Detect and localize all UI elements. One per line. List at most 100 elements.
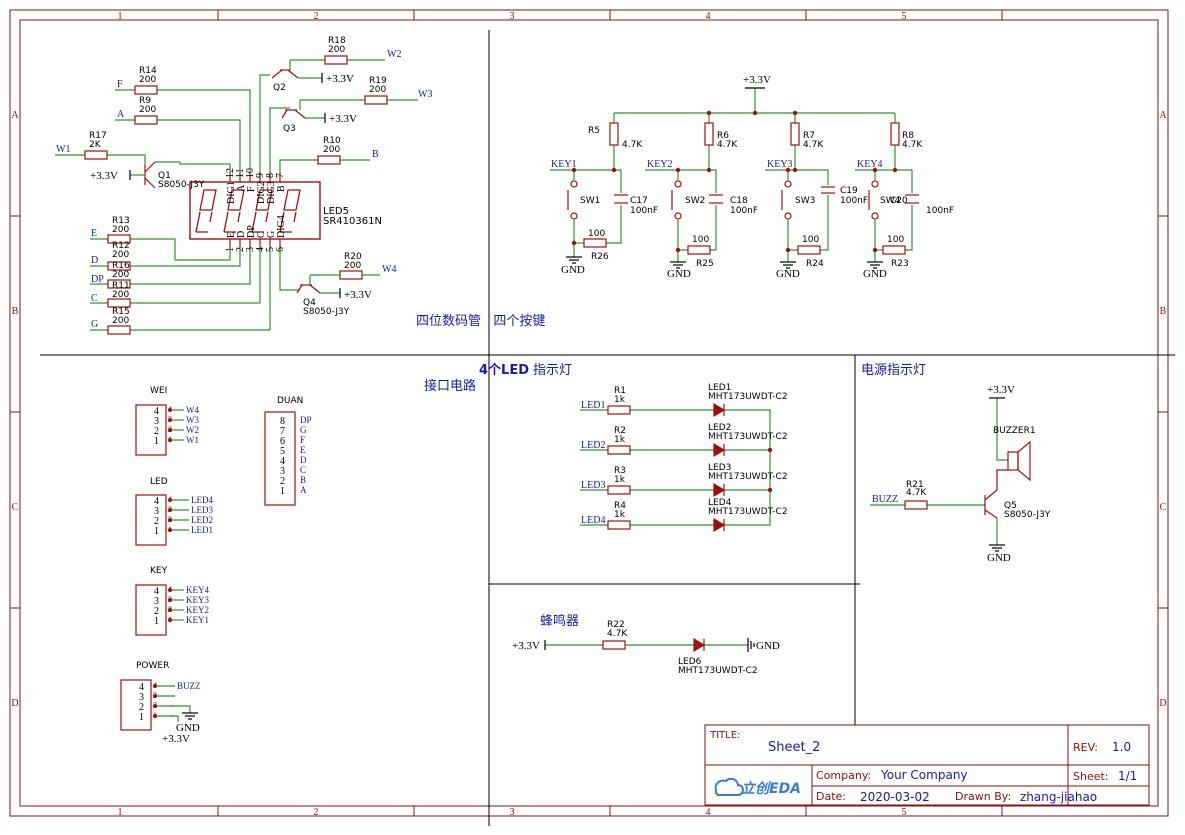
header-duan-net-c: C bbox=[300, 465, 306, 475]
header-duan-net-e: E bbox=[300, 445, 306, 455]
net-label-key2: KEY2 bbox=[647, 159, 673, 170]
r7-ref: R7 bbox=[803, 131, 815, 141]
r6-ref: R6 bbox=[717, 131, 729, 141]
header-duan-name: DUAN bbox=[277, 396, 303, 406]
r5-val: 4.7K bbox=[622, 140, 643, 150]
q5-ref: Q5 bbox=[1004, 501, 1017, 511]
r9-val: 200 bbox=[139, 105, 156, 115]
net-label-dp: DP bbox=[91, 274, 104, 285]
frame-row-a-left: A bbox=[11, 110, 19, 121]
sheet-label: Sheet: bbox=[1073, 770, 1109, 783]
header-wei-dot-1 bbox=[168, 438, 172, 442]
led6-ref: LED6 bbox=[678, 657, 702, 667]
net-label-w1: W1 bbox=[56, 144, 70, 155]
header-wei-net-w2: W2 bbox=[186, 425, 199, 435]
frame-col-1-top: 1 bbox=[118, 11, 123, 22]
buzzer-gnd: GND bbox=[987, 552, 1011, 564]
logo-text: 立创EDA bbox=[741, 780, 801, 797]
header-power-dot-1 bbox=[153, 714, 157, 718]
transistor-q2-symbol bbox=[271, 60, 322, 79]
power-header-vcc: +3.3V bbox=[162, 733, 190, 745]
section-title-led-bold: 4个LED bbox=[479, 362, 529, 378]
header-key-pin-2: 2 bbox=[154, 606, 159, 617]
header-duan-net-d: D bbox=[300, 455, 307, 465]
r13-val: 200 bbox=[112, 225, 129, 235]
header-led-dot-3 bbox=[168, 508, 172, 512]
net-label-d: D bbox=[91, 255, 98, 266]
r20-ref: R20 bbox=[344, 252, 362, 262]
r17-val: 2K bbox=[89, 140, 102, 150]
date-label: Date: bbox=[816, 790, 846, 803]
r12-ref: R12 bbox=[112, 241, 130, 251]
header-wei-dot-3 bbox=[168, 418, 172, 422]
buzzer1-ref: BUZZER1 bbox=[993, 426, 1036, 436]
header-wei-net-w1: W1 bbox=[186, 435, 199, 445]
vcc-label-q2: +3.3V bbox=[326, 73, 354, 85]
net-label-key1: KEY1 bbox=[551, 159, 577, 170]
r4-ref: R4 bbox=[614, 501, 626, 511]
seg-bot-name-d: D bbox=[236, 231, 247, 238]
net-label-a: A bbox=[117, 109, 125, 120]
r26-ref: R26 bbox=[591, 252, 609, 262]
r10-val: 200 bbox=[323, 145, 340, 155]
transistor-q1-symbol bbox=[130, 161, 156, 189]
frame-col-4-bottom: 4 bbox=[706, 807, 711, 818]
header-power-dot-2 bbox=[153, 704, 157, 708]
header-power-name: POWER bbox=[136, 661, 169, 671]
r26-val: 100 bbox=[588, 229, 605, 239]
power-led-gnd: GND bbox=[756, 640, 780, 652]
vcc-label-q4: +3.3V bbox=[344, 289, 372, 301]
btn-gnd-3: GND bbox=[776, 268, 800, 280]
r19-val: 200 bbox=[369, 85, 386, 95]
r18-val: 200 bbox=[328, 45, 345, 55]
header-key-net-key4: KEY4 bbox=[186, 585, 209, 595]
vcc-label-q3: +3.3V bbox=[329, 113, 357, 125]
sw4-ref: SW4 bbox=[880, 196, 901, 206]
frame-row-d-right: D bbox=[1159, 698, 1166, 709]
r2-val: 1k bbox=[614, 435, 626, 445]
header-key-pin-1: 1 bbox=[154, 616, 159, 627]
seg-top-name-dig2: DIG2 bbox=[256, 181, 267, 204]
header-wei-dot-4 bbox=[168, 408, 172, 412]
header-power-pin-2: 2 bbox=[139, 702, 144, 713]
title-value: Sheet_2 bbox=[768, 740, 820, 755]
header-led-name: LED bbox=[150, 477, 168, 487]
q2-ref: Q2 bbox=[273, 83, 286, 93]
header-key-pin-4: 4 bbox=[154, 586, 159, 597]
r9-ref: R9 bbox=[139, 96, 151, 106]
q4-val: S8050-J3Y bbox=[303, 307, 350, 317]
r23-ref: R23 bbox=[891, 259, 909, 269]
net-label-buzz: BUZZ bbox=[872, 494, 898, 505]
r8-ref: R8 bbox=[902, 131, 914, 141]
net-label-c: C bbox=[91, 293, 98, 304]
q3-ref: Q3 bbox=[283, 124, 296, 134]
header-key-dot-3 bbox=[168, 598, 172, 602]
frame-row-a-right: A bbox=[1159, 110, 1167, 121]
q5-val: S8050-J3Y bbox=[1004, 510, 1051, 520]
header-led-net-led4: LED4 bbox=[191, 495, 213, 505]
seg-bot-name-g: G bbox=[266, 231, 277, 238]
q1-val: S8050-J3Y bbox=[158, 180, 205, 190]
c18-ref: C18 bbox=[730, 196, 748, 206]
seg-top-name-dig1: DIG1 bbox=[226, 181, 237, 204]
header-power-net-buzz: BUZZ bbox=[177, 681, 201, 691]
frame-row-c-right: C bbox=[1160, 502, 1167, 513]
header-led-pin-1: 1 bbox=[154, 526, 159, 537]
r24-val: 100 bbox=[802, 235, 819, 245]
btn-gnd-2: GND bbox=[667, 268, 691, 280]
r20-val: 200 bbox=[344, 261, 361, 271]
r3-ref: R3 bbox=[614, 466, 626, 476]
frame-row-c-left: C bbox=[12, 502, 19, 513]
sw3-ref: SW3 bbox=[795, 196, 815, 206]
led6-val: MHT173UWDT-C2 bbox=[678, 666, 758, 676]
seg-bot-name-dp: DP bbox=[246, 225, 257, 238]
header-led-pin-4: 4 bbox=[154, 496, 159, 507]
transistor-q4-symbol bbox=[296, 275, 340, 294]
header-key-net-key2: KEY2 bbox=[186, 605, 209, 615]
header-led-net-led3: LED3 bbox=[191, 505, 213, 515]
company-label: Company: bbox=[816, 769, 871, 782]
frame-col-4-top: 4 bbox=[706, 11, 711, 22]
btn-vcc-label: +3.3V bbox=[743, 74, 771, 86]
seg-top-num-11: 11 bbox=[235, 168, 246, 178]
net-label-key3: KEY3 bbox=[767, 159, 793, 170]
